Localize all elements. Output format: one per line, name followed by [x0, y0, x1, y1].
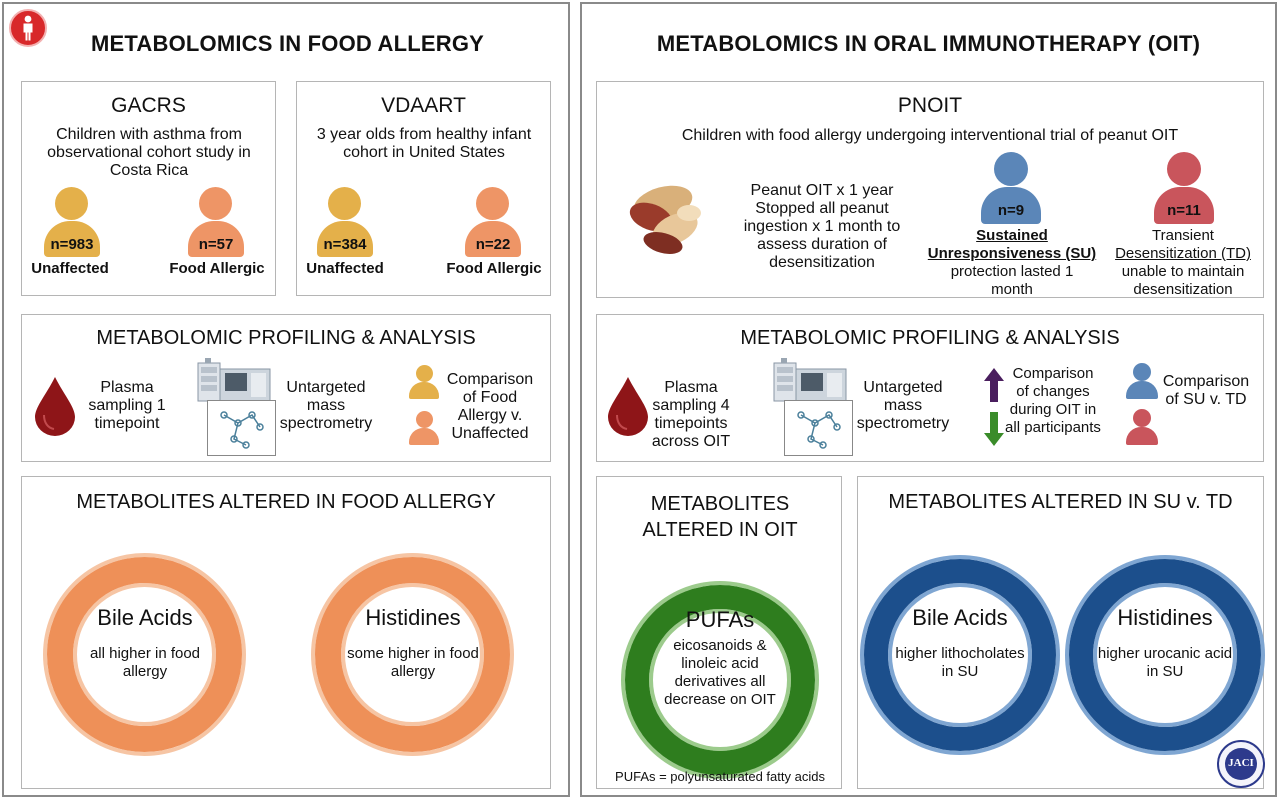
bile-acids-title: Bile Acids: [97, 605, 193, 630]
vdaart-allergic-count: n=22: [475, 236, 511, 253]
gacrs-allergic-person-icon: n=57: [188, 187, 244, 257]
histidines-desc: some higher in food allergy: [347, 645, 479, 680]
blood-drop-icon: [35, 377, 75, 436]
right-ms-text: Untargeted mass spectrometry: [856, 379, 950, 432]
bile-acids-ring-text: Bile Acids all higher in food allergy: [70, 605, 220, 681]
left-altered-title: METABOLITES ALTERED IN FOOD ALLERGY: [76, 491, 496, 513]
su-histidines-title: Histidines: [1117, 605, 1213, 630]
td-person-icon: n=11: [1154, 152, 1214, 224]
td-description: unable to maintain desensitization: [1121, 263, 1245, 298]
left-ms-text: Untargeted mass spectrometry: [279, 379, 373, 432]
gacrs-unaffected-count: n=983: [50, 236, 94, 253]
histidines-title: Histidines: [365, 605, 461, 630]
su-count: n=9: [997, 202, 1025, 219]
molecule-structure-icon: [207, 400, 276, 456]
gacrs-allergic-count: n=57: [198, 236, 234, 253]
gacrs-allergic-label: Food Allergic: [169, 260, 265, 277]
pufas-footnote: PUFAs = polyunsaturated fatty acids: [615, 769, 825, 784]
right-profiling-title: METABOLOMIC PROFILING & ANALYSIS: [740, 327, 1120, 349]
td-count: n=11: [1167, 202, 1201, 219]
td-label-2: Desensitization (TD): [1115, 245, 1251, 262]
left-profiling-title: METABOLOMIC PROFILING & ANALYSIS: [96, 327, 476, 349]
pnoit-protocol-text: Peanut OIT x 1 year Stopped all peanut i…: [743, 182, 901, 271]
su-bile-acids-title: Bile Acids: [912, 605, 1008, 630]
food-allergy-title: METABOLOMICS IN FOOD ALLERGY: [90, 31, 485, 56]
oit-altered-title: METABOLITES ALTERED IN OIT: [642, 493, 798, 541]
gacrs-title: GACRS: [111, 94, 186, 117]
histidines-ring-text: Histidines some higher in food allergy: [338, 605, 488, 681]
td-label-1: Transient: [1152, 227, 1214, 244]
gacrs-description: Children with asthma from observational …: [47, 126, 251, 179]
vdaart-unaffected-person-icon: n=384: [317, 187, 373, 257]
right-profiling-box: METABOLOMIC PROFILING & ANALYSIS Plasma …: [596, 314, 1264, 462]
jaci-logo: JACI: [1217, 740, 1265, 788]
left-comparison-allergic-icon: [409, 411, 439, 445]
gacrs-unaffected-label: Unaffected: [31, 260, 109, 277]
pnoit-box: PNOIT Children with food allergy undergo…: [596, 81, 1264, 298]
oit-altered-box: METABOLITES ALTERED IN OIT PUFAs eicosan…: [596, 476, 842, 789]
person-logo-icon: [9, 9, 47, 47]
su-histidines-ring-text: Histidines higher urocanic acid in SU: [1095, 605, 1235, 681]
left-comparison-unaffected-icon: [409, 365, 439, 399]
pufas-ring-text: PUFAs eicosanoids & linoleic acid deriva…: [652, 607, 788, 709]
suvtd-altered-box: METABOLITES ALTERED IN SU v. TD Bile Aci…: [857, 476, 1264, 789]
su-label: Sustained Unresponsiveness (SU): [927, 227, 1097, 262]
bile-acids-desc: all higher in food allergy: [89, 645, 201, 680]
jaci-logo-text: JACI: [1228, 757, 1254, 769]
su-description: protection lasted 1 month: [950, 263, 1074, 298]
pnoit-description: Children with food allergy undergoing in…: [681, 127, 1179, 144]
su-bile-acids-desc: higher lithocholates in SU: [895, 645, 1025, 680]
vdaart-box: VDAART 3 year olds from healthy infant c…: [296, 81, 551, 296]
blood-drop-icon: [608, 377, 648, 436]
up-arrow-icon: [984, 368, 1004, 402]
left-profiling-box: METABOLOMIC PROFILING & ANALYSIS Plasma …: [21, 314, 551, 462]
suvtd-altered-title: METABOLITES ALTERED IN SU v. TD: [888, 491, 1233, 513]
oit-title: METABOLOMICS IN ORAL IMMUNOTHERAPY (OIT): [656, 31, 1201, 56]
pufas-desc: eicosanoids & linoleic acid derivatives …: [664, 637, 776, 708]
down-arrow-icon: [984, 412, 1004, 446]
gacrs-unaffected-person-icon: n=983: [44, 187, 100, 257]
vdaart-unaffected-count: n=384: [323, 236, 367, 253]
molecule-structure-icon: [784, 400, 853, 456]
su-person-icon: n=9: [981, 152, 1041, 224]
left-altered-box: METABOLITES ALTERED IN FOOD ALLERGY Bile…: [21, 476, 551, 789]
vdaart-description: 3 year olds from healthy infant cohort i…: [316, 126, 532, 161]
su-bile-acids-ring-text: Bile Acids higher lithocholates in SU: [890, 605, 1030, 681]
gacrs-box: GACRS Children with asthma from observat…: [21, 81, 276, 296]
pufas-title: PUFAs: [685, 607, 755, 632]
right-changes-text: Comparison of changes during OIT in all …: [1005, 365, 1101, 436]
right-comparison-su-icon: [1126, 363, 1158, 399]
left-plasma-text: Plasma sampling 1 timepoint: [88, 379, 166, 432]
pnoit-title: PNOIT: [897, 94, 963, 117]
right-comparison-text: Comparison of SU v. TD: [1162, 373, 1250, 408]
su-histidines-desc: higher urocanic acid in SU: [1097, 645, 1233, 680]
mass-spectrometer-icon: [197, 358, 271, 402]
right-plasma-text: Plasma sampling 4 timepoints across OIT: [651, 379, 731, 450]
right-comparison-td-icon: [1126, 409, 1158, 445]
vdaart-allergic-person-icon: n=22: [465, 187, 521, 257]
mass-spectrometer-icon: [773, 358, 847, 402]
vdaart-title: VDAART: [381, 94, 466, 117]
left-comparison-text: Comparison of Food Allergy v. Unaffected: [446, 371, 534, 442]
vdaart-allergic-label: Food Allergic: [446, 260, 542, 277]
peanut-icon: [629, 185, 701, 254]
vdaart-unaffected-label: Unaffected: [306, 260, 384, 277]
